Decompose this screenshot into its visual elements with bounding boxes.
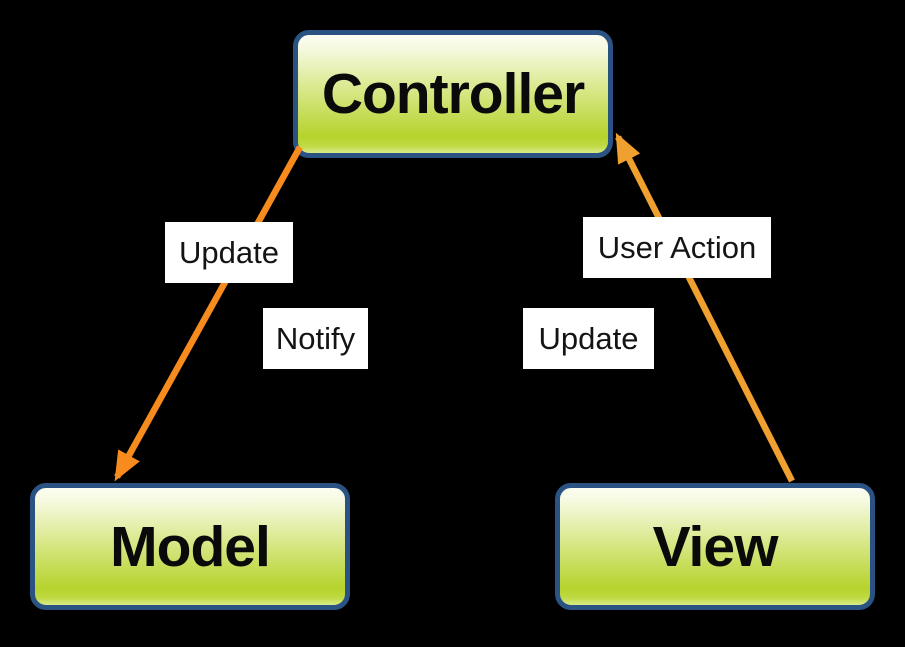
node-model: Model (30, 483, 350, 610)
notify-arrow-label: Notify (263, 308, 368, 369)
node-view-label: View (652, 514, 779, 579)
node-model-label: Model (110, 514, 271, 579)
update-view-arrow-label: Update (523, 308, 654, 369)
node-controller: Controller (293, 30, 613, 158)
update-model-arrow-label: Update (165, 222, 293, 283)
node-view: View (555, 483, 875, 610)
user-action-arrow-label: User Action (583, 217, 771, 278)
node-controller-label: Controller (321, 62, 585, 126)
